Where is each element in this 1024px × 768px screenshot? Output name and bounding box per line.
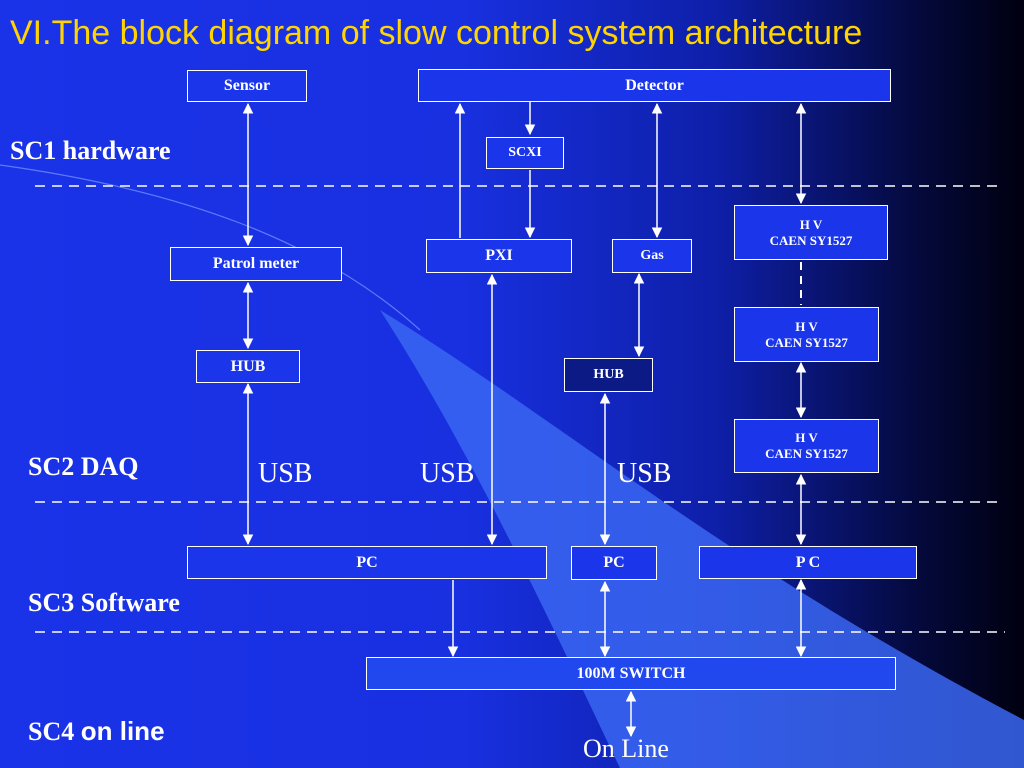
online-label: On Line <box>583 734 669 763</box>
hv-box-2-line2: CAEN SY1527 <box>765 334 848 350</box>
usb-label-1: USB <box>258 458 313 489</box>
pc-right-box: P C <box>699 546 917 579</box>
hub-right-box: HUB <box>564 358 653 392</box>
sensor-box: Sensor <box>187 70 307 102</box>
hv-box-1: H V CAEN SY1527 <box>734 205 888 260</box>
hub-left-box: HUB <box>196 350 300 383</box>
usb-label-2: USB <box>420 458 475 489</box>
usb-label-3: USB <box>617 458 672 489</box>
level-sc3-label: SC3 Software <box>28 588 180 617</box>
level-sc4-prefix: SC4 <box>28 717 81 746</box>
pxi-box: PXI <box>426 239 572 273</box>
scxi-box: SCXI <box>486 137 564 169</box>
switch-box: 100M SWITCH <box>366 657 896 690</box>
hv-box-2-line1: H V <box>795 318 818 334</box>
hv-box-1-line2: CAEN SY1527 <box>769 232 853 248</box>
hv-box-3-line1: H V <box>795 430 818 446</box>
pc-left-box: PC <box>187 546 547 579</box>
hv-box-2: H V CAEN SY1527 <box>734 307 879 362</box>
level-sc1-label: SC1 hardware <box>10 136 171 165</box>
hv-box-3: H V CAEN SY1527 <box>734 419 879 473</box>
page-title: VI.The block diagram of slow control sys… <box>10 14 863 52</box>
level-sc4-suffix: on line <box>80 716 165 746</box>
level-sc2-label: SC2 DAQ <box>28 452 139 481</box>
detector-box: Detector <box>418 69 891 102</box>
pc-mid-box: PC <box>571 546 657 580</box>
patrol-meter-box: Patrol meter <box>170 247 342 281</box>
level-sc4-label: SC4 on line <box>28 716 165 747</box>
hv-box-3-line2: CAEN SY1527 <box>765 446 848 461</box>
hv-box-1-line1: H V <box>799 216 823 232</box>
gas-box: Gas <box>612 239 692 273</box>
